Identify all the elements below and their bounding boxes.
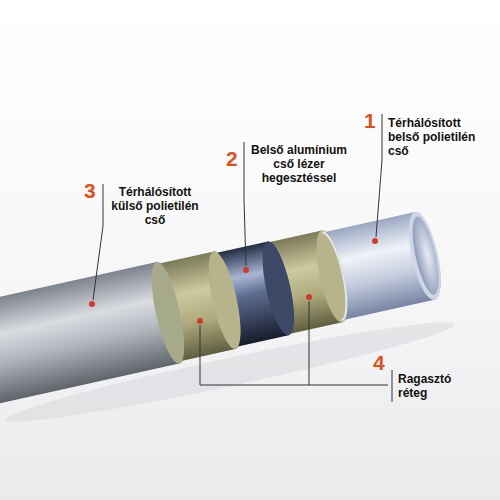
part-label: Belső alumínium cső lézer hegesztéssel (250, 143, 348, 185)
part-label: Térhálósított belső polietilén cső (388, 116, 484, 158)
part-label: Ragasztó réteg (398, 372, 470, 400)
callout-number: 4 (373, 352, 385, 374)
callout-number: 2 (226, 148, 238, 170)
callout-number: 3 (84, 180, 96, 202)
callout-number: 1 (364, 110, 376, 132)
part-label: Térhálósított külső polietilén cső (108, 185, 202, 227)
